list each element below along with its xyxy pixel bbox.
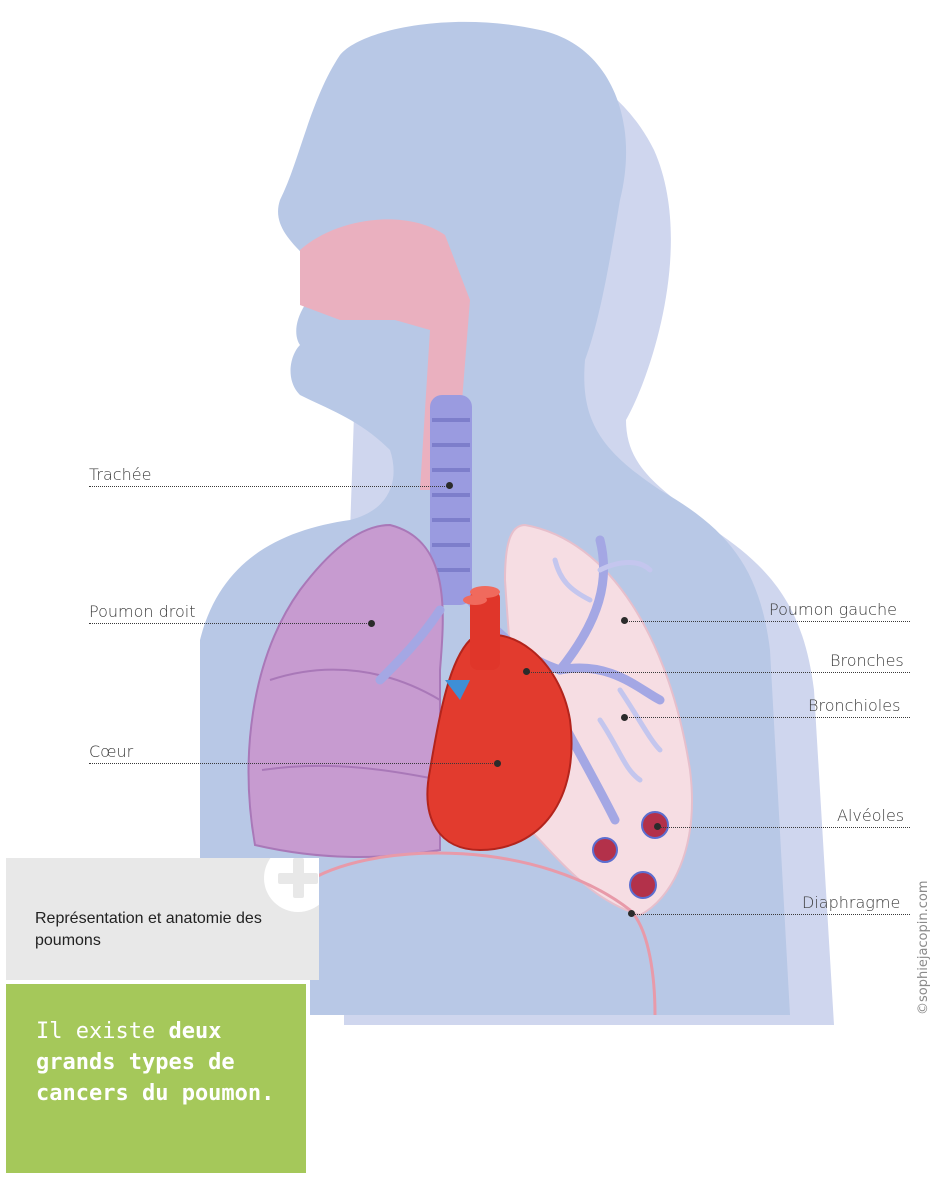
label-bronchioles: Bronchioles bbox=[808, 696, 900, 716]
label-alveoles: Alvéoles bbox=[837, 806, 904, 826]
callout-text: Il existe deux grands types de cancers d… bbox=[36, 1016, 286, 1109]
leader-poumon-gauche bbox=[624, 621, 910, 622]
caption-box: Représentation et anatomie des poumons bbox=[6, 858, 319, 980]
leader-bronchioles bbox=[624, 717, 910, 718]
caption-text: Représentation et anatomie des poumons bbox=[35, 908, 305, 952]
leader-bronches bbox=[527, 672, 910, 673]
marker-poumon-gauche bbox=[621, 617, 628, 624]
leader-alveoles bbox=[657, 827, 910, 828]
label-trachee: Trachée bbox=[89, 465, 151, 485]
marker-coeur bbox=[494, 760, 501, 767]
leader-trachee bbox=[89, 486, 449, 487]
marker-trachee bbox=[446, 482, 453, 489]
marker-diaphragme bbox=[628, 910, 635, 917]
marker-bronchioles bbox=[621, 714, 628, 721]
leader-coeur bbox=[89, 763, 497, 764]
callout-prefix: Il existe bbox=[36, 1019, 168, 1044]
image-credit: ©sophiejacopin.com bbox=[916, 880, 931, 1015]
label-bronches: Bronches bbox=[830, 651, 904, 671]
callout-box: Il existe deux grands types de cancers d… bbox=[6, 984, 306, 1173]
label-diaphragme: Diaphragme bbox=[802, 893, 900, 913]
marker-bronches bbox=[523, 668, 530, 675]
label-coeur: Cœur bbox=[89, 742, 133, 762]
leader-poumon-droit bbox=[89, 623, 371, 624]
label-poumon-gauche: Poumon gauche bbox=[769, 600, 897, 620]
plus-icon bbox=[264, 858, 319, 912]
marker-poumon-droit bbox=[368, 620, 375, 627]
label-poumon-droit: Poumon droit bbox=[89, 602, 196, 622]
marker-alveoles bbox=[654, 823, 661, 830]
leader-diaphragme bbox=[632, 914, 910, 915]
